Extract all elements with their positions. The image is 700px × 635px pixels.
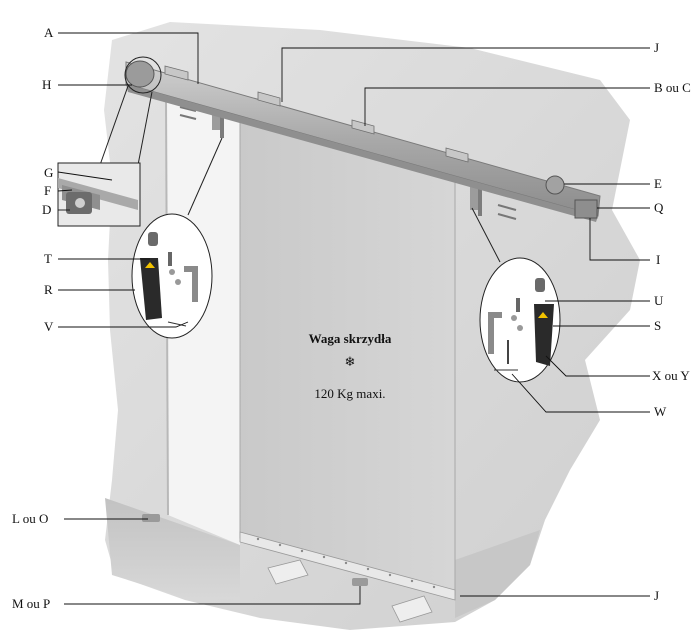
- door-bottom-seal: [239, 531, 456, 601]
- door-weight-title: Waga skrzydła: [309, 331, 392, 346]
- detail-connector-h2: [137, 91, 153, 166]
- wall-bracket-right: [470, 186, 517, 220]
- detail-circle-h: [124, 56, 162, 94]
- floor-block-left: [267, 559, 309, 585]
- detail-connector-h1: [99, 85, 129, 166]
- left-end-cap: [125, 60, 155, 88]
- door-opening: [166, 98, 240, 545]
- label-d: D: [42, 202, 51, 217]
- handle-connector-right: [471, 207, 501, 263]
- label-h: H: [42, 77, 51, 92]
- label-g: G: [44, 165, 53, 180]
- label-u: U: [654, 293, 664, 308]
- wall-bracket-left: [179, 106, 224, 138]
- label-l-ou-o: L ou O: [12, 511, 48, 526]
- label-s: S: [654, 318, 661, 333]
- label-a: A: [44, 25, 54, 40]
- label-x-ou-y: X ou Y: [652, 368, 690, 383]
- handle-parts-right: [488, 278, 554, 371]
- floor-guide-center: [352, 578, 368, 586]
- leader-lines: [57, 32, 650, 605]
- label-e: E: [654, 176, 662, 191]
- label-w: W: [654, 404, 667, 419]
- label-q: Q: [654, 200, 664, 215]
- inset-detail-box: [57, 162, 141, 227]
- rail-clips: [164, 65, 469, 163]
- snowflake-icon: ❄: [345, 354, 356, 369]
- floor-block-right: [391, 595, 433, 623]
- floor: [105, 498, 240, 600]
- label-m-ou-p: M ou P: [12, 596, 50, 611]
- label-j-top: J: [654, 40, 659, 55]
- label-i: I: [656, 252, 660, 267]
- label-v: V: [44, 319, 54, 334]
- label-j-bottom: J: [654, 588, 659, 603]
- handle-parts-left: [140, 232, 198, 327]
- floor-guide-left: [142, 514, 160, 522]
- door-weight-capacity: 120 Kg maxi.: [314, 386, 385, 401]
- label-r: R: [44, 282, 53, 297]
- handle-connector-left: [187, 137, 223, 216]
- label-t: T: [44, 251, 52, 266]
- seal-dots: [256, 537, 436, 589]
- label-b-ou-c: B ou C: [654, 80, 691, 95]
- label-f: F: [44, 183, 51, 198]
- stopper-e: [545, 175, 565, 195]
- end-cap-q: [574, 199, 598, 219]
- top-rail-face: [126, 84, 598, 222]
